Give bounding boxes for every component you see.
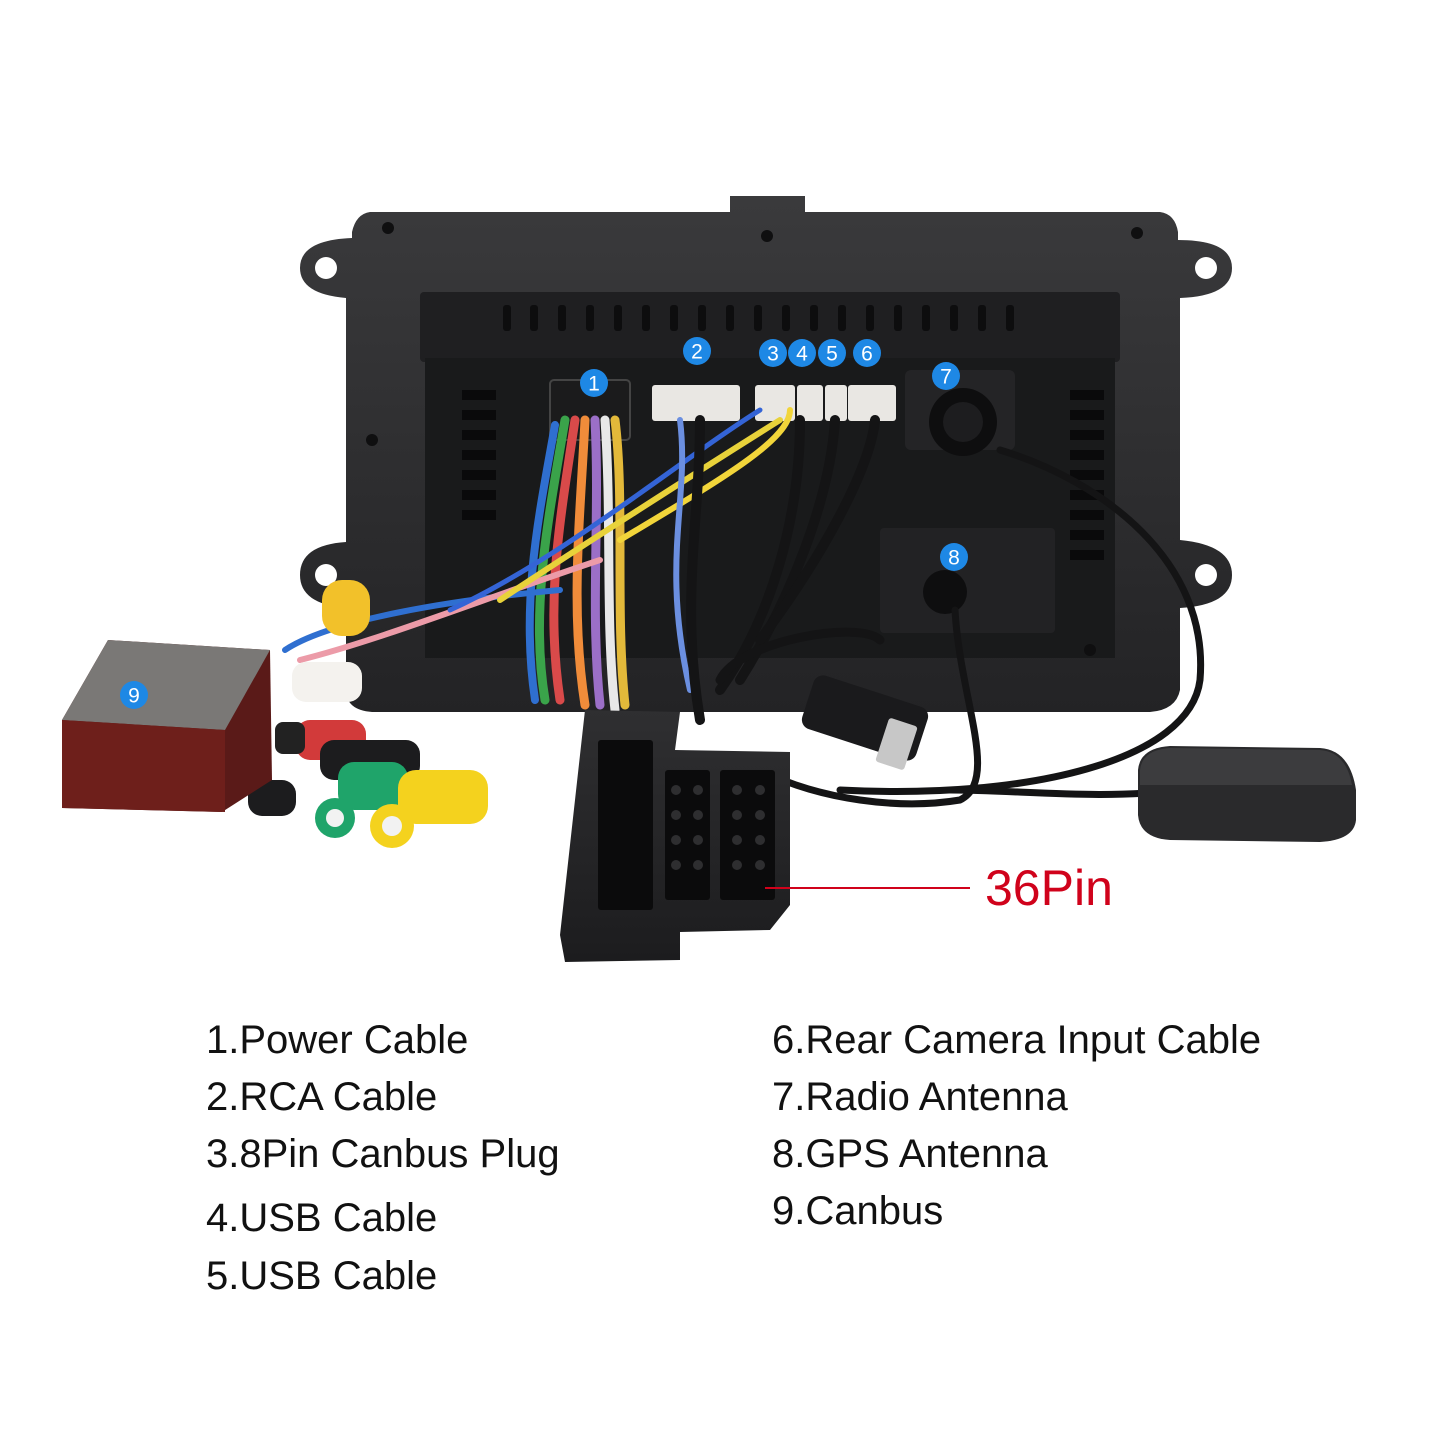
rca-plugs [248,580,488,848]
legend-left-column: 1.Power Cable 2.RCA Cable 3.8Pin Canbus … [206,1016,726,1306]
marker-label: 5 [826,343,838,366]
marker-circle [853,339,881,367]
canbus-box [62,640,272,812]
marker-label: 7 [940,366,952,389]
marker-circle [683,337,711,365]
marker-6: 6 [853,339,881,367]
cable-bundle [282,407,1205,808]
marker-label: 2 [691,341,703,364]
marker-label: 9 [128,685,140,708]
marker-5: 5 [818,339,846,367]
legend-item-5: 5.USB Cable [206,1254,438,1298]
marker-label: 4 [796,343,808,366]
legend-item-9: 9.Canbus [772,1189,944,1233]
legend-item-1: 1.Power Cable [206,1018,469,1062]
marker-circle [759,339,787,367]
marker-1: 1 [580,369,608,397]
marker-circle [940,543,968,571]
36pin-plug [560,710,790,962]
marker-4: 4 [788,339,816,367]
marker-circle [580,369,608,397]
legend-item-6: 6.Rear Camera Input Cable [772,1018,1262,1062]
marker-label: 3 [767,343,779,366]
marker-9: 9 [120,681,148,709]
marker-label: 6 [861,343,873,366]
rear-connectors [549,379,997,614]
legend-right-column: 6.Rear Camera Input Cable 7.Radio Antenn… [772,1016,1372,1246]
36pin-callout-label: 36Pin [985,860,1113,916]
marker-circle [932,362,960,390]
legend-item-7: 7.Radio Antenna [772,1075,1068,1119]
gps-antenna-puck [1138,746,1356,842]
marker-label: 1 [588,373,600,396]
legend-item-3: 3.8Pin Canbus Plug [206,1132,560,1176]
marker-3: 3 [759,339,787,367]
marker-circle [120,681,148,709]
legend-item-8: 8.GPS Antenna [772,1132,1048,1176]
marker-label: 8 [948,547,960,570]
legend-item-4: 4.USB Cable [206,1196,438,1240]
usb-connector [801,675,929,770]
legend-item-2: 2.RCA Cable [206,1075,438,1119]
marker-7: 7 [932,362,960,390]
marker-circle [818,339,846,367]
marker-circle [788,339,816,367]
marker-2: 2 [683,337,711,365]
marker-8: 8 [940,543,968,571]
